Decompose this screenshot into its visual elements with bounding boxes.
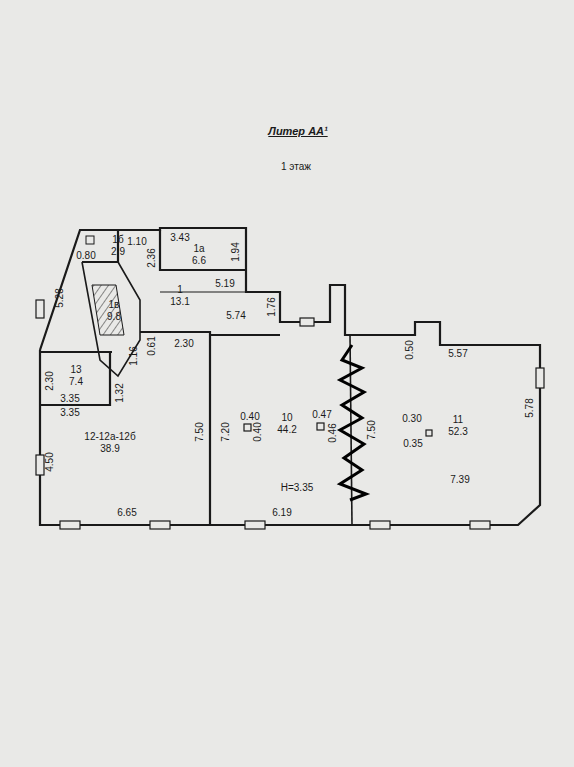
room-number: 1в bbox=[109, 300, 120, 310]
room-number: 1а bbox=[193, 244, 204, 254]
room-area: 38.9 bbox=[100, 444, 119, 454]
dimension: 0.40 bbox=[253, 422, 263, 441]
room-number: 11 bbox=[453, 415, 463, 425]
floor-label: 1 этаж bbox=[281, 162, 311, 172]
room-number: 1 bbox=[177, 285, 183, 295]
dimension: 6.19 bbox=[272, 508, 291, 518]
dimension: 7.50 bbox=[195, 422, 205, 441]
dimension: 7.20 bbox=[221, 422, 231, 441]
dimension: 0.50 bbox=[405, 340, 415, 359]
dimension: 5.28 bbox=[55, 288, 65, 307]
dimension: 4.50 bbox=[45, 452, 55, 471]
dimension: 7.50 bbox=[367, 420, 377, 439]
dimension: 0.30 bbox=[402, 414, 421, 424]
dimension: 0.35 bbox=[403, 439, 422, 449]
dimension: 1.32 bbox=[115, 383, 125, 402]
dimension: 0.61 bbox=[147, 336, 157, 355]
plan-title: Литер АА¹ bbox=[268, 125, 327, 137]
dimension: 0.80 bbox=[76, 251, 95, 261]
room-number: 12-12а-12б bbox=[84, 432, 135, 442]
dimension: 0.47 bbox=[312, 410, 331, 420]
dimension: 5.78 bbox=[525, 398, 535, 417]
room-area: 9.8 bbox=[107, 312, 121, 322]
dimension: 1.76 bbox=[267, 297, 277, 316]
dimension: 2.36 bbox=[147, 248, 157, 267]
room-area: 6.6 bbox=[192, 256, 206, 266]
dimension: 3.35 bbox=[60, 408, 79, 418]
dimension: 2.30 bbox=[174, 339, 193, 349]
room-area: 52.3 bbox=[448, 427, 467, 437]
dimension: 2.30 bbox=[45, 371, 55, 390]
dimension: 7.39 bbox=[450, 475, 469, 485]
room-number: 13 bbox=[70, 365, 81, 375]
dimension: 6.65 bbox=[117, 508, 136, 518]
dimension: 0.40 bbox=[240, 412, 259, 422]
height-note: Н=3.35 bbox=[281, 483, 314, 493]
dimension: 1.94 bbox=[231, 242, 241, 261]
dimension: 5.74 bbox=[226, 311, 245, 321]
room-number: 1б bbox=[112, 235, 123, 245]
room-area: 44.2 bbox=[277, 425, 296, 435]
dimension: 1.16 bbox=[129, 346, 139, 365]
room-area: 13.1 bbox=[170, 297, 189, 307]
room-area: 7.4 bbox=[69, 377, 83, 387]
dimension: 3.35 bbox=[60, 394, 79, 404]
room-number: 10 bbox=[281, 413, 292, 423]
dimension: 5.57 bbox=[448, 349, 467, 359]
room-area: 2.9 bbox=[111, 247, 125, 257]
dimension: 5.19 bbox=[215, 279, 234, 289]
dimension: 3.43 bbox=[170, 233, 189, 243]
dimension: 1.10 bbox=[127, 237, 146, 247]
dimension: 0.46 bbox=[328, 423, 338, 442]
